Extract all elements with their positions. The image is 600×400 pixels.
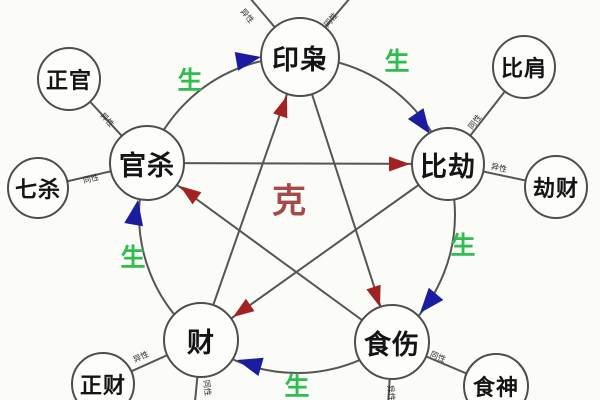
sheng-label-left: 生 bbox=[120, 243, 146, 272]
edge-label-shishang-down: 异性 bbox=[385, 384, 397, 400]
ke-arrow-into-guansha bbox=[180, 186, 202, 205]
node-jiecai: 劫财 bbox=[524, 155, 588, 219]
node-zhengcai: 正财 bbox=[71, 352, 135, 400]
sheng-label-bottom: 生 bbox=[284, 372, 310, 400]
generation-arrowheads bbox=[124, 51, 444, 377]
ke-arrow-into-shishang bbox=[366, 284, 381, 307]
node-cai: 财 bbox=[163, 302, 239, 378]
center-ke-label: 克 bbox=[272, 181, 306, 222]
ke-arrow-into-cai bbox=[233, 298, 255, 317]
node-yinxiao: 印枭 bbox=[260, 17, 340, 97]
node-shishang: 食伤 bbox=[354, 304, 430, 380]
node-bijie: 比劫 bbox=[411, 127, 485, 201]
sheng-label-right: 生 bbox=[450, 231, 476, 260]
sheng-label-topleft: 生 bbox=[177, 66, 203, 95]
ke-arrow-into-bijie bbox=[389, 156, 410, 172]
sheng-label-topright: 生 bbox=[384, 47, 410, 76]
node-qisha: 七杀 bbox=[7, 157, 69, 219]
node-bijian: 比肩 bbox=[492, 35, 556, 99]
gen-arrow-into-shishang bbox=[420, 287, 444, 313]
overcoming-arrowheads bbox=[180, 96, 410, 317]
gen-arrow-into-guansha bbox=[124, 200, 144, 227]
node-zhengguan: 正官 bbox=[37, 47, 101, 111]
edge-label-cai-down: 同性 bbox=[201, 379, 213, 397]
ke-arrow-into-yinxiao bbox=[273, 96, 288, 119]
node-guansha: 官杀 bbox=[109, 125, 185, 201]
gen-arrow-into-bijie bbox=[407, 108, 430, 134]
gen-arrow-into-cai bbox=[237, 357, 264, 377]
gen-arrow-into-yinxiao bbox=[234, 51, 261, 71]
